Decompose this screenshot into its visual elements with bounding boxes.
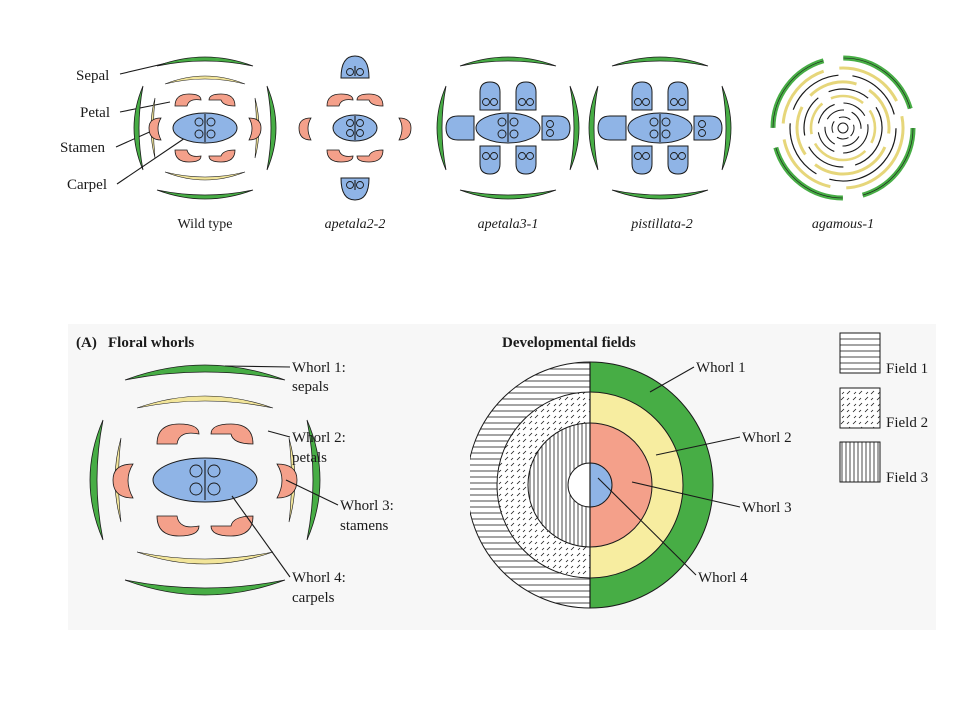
floral-whorl-labels: Whorl 1: sepals Whorl 2: petals Whorl 3:… [224,360,394,606]
field-whorl3-label: Whorl 3 [742,500,792,516]
left-title: Floral whorls [108,335,194,351]
whorl3-label: Whorl 3: [340,498,394,514]
whorl3-stamen [112,463,134,499]
legend-field3-swatch [839,441,881,483]
whorl2-sublabel: petals [292,450,327,466]
sepal-left [133,85,144,171]
field-whorl2-label: Whorl 2 [742,430,792,446]
whorl1-sepal [124,364,286,381]
fields-right-half [590,361,714,609]
petal [174,149,202,163]
whorl1-sublabel: sepals [292,379,329,395]
sepal-top [156,56,254,67]
legend: Field 1 Field 2 Field 3 [839,332,928,486]
label-sepal: Sepal [76,68,109,84]
flower-pistillata-2 [588,56,732,200]
caption-wild-type: Wild type [177,217,232,232]
whorl2-label: Whorl 2: [292,430,346,446]
structure-labels: Sepal Petal Stamen Carpel [60,59,186,193]
flower-apetala2-2 [298,55,412,201]
caption-apetala2-2: apetala2-2 [325,217,386,232]
leader-petal [119,101,171,113]
legend-field1-label: Field 1 [886,361,928,377]
caption-agamous-1: agamous-1 [812,217,874,232]
petal [208,149,236,163]
top-row: Sepal Petal Stamen Carpel [60,55,916,232]
label-stamen: Stamen [60,140,105,156]
petal [356,149,384,163]
field-whorl4-label: Whorl 4 [698,570,748,586]
developmental-fields-diagram [470,361,714,609]
sepal-right [266,85,277,171]
label-carpel: Carpel [67,177,107,193]
caption-apetala3-1: apetala3-1 [478,217,539,232]
whorl1-label: Whorl 1: [292,360,346,376]
stamen [398,117,412,141]
field-whorl-labels: Whorl 1 Whorl 2 Whorl 3 Whorl 4 [597,360,792,586]
whorl3-sublabel: stamens [340,518,388,534]
petal [208,93,236,107]
legend-field2-swatch [839,387,881,429]
stamen [298,117,312,141]
petal [326,149,354,163]
field-3-area [527,422,590,548]
legend-field1-swatch [839,332,881,374]
legend-field3-label: Field 3 [886,470,928,486]
whorl4-sublabel: carpels [292,590,335,606]
label-petal: Petal [80,105,110,121]
right-title: Developmental fields [502,335,636,351]
whorl4-label: Whorl 4: [292,570,346,586]
whorl2-petal [156,423,200,445]
sepal-bottom [156,189,254,200]
petal [356,93,384,107]
stamen [148,117,162,141]
fields-left-half [470,361,590,609]
field-whorl1-label: Whorl 1 [696,360,746,376]
flower-wild-type [133,56,277,200]
caption-pistillata-2: pistillata-2 [630,217,692,232]
whorl4-center [589,462,613,508]
flower-agamous-1 [770,55,916,201]
leader-carpel [116,137,186,185]
flower-apetala3-1 [436,56,580,200]
panel-a: (A) Floral whorls Developmental fields [76,332,928,609]
floral-whorls-diagram [89,364,321,596]
petal [326,93,354,107]
legend-field2-label: Field 2 [886,415,928,431]
stamen [248,117,262,141]
petal [174,93,202,107]
panel-label: (A) [76,335,97,351]
